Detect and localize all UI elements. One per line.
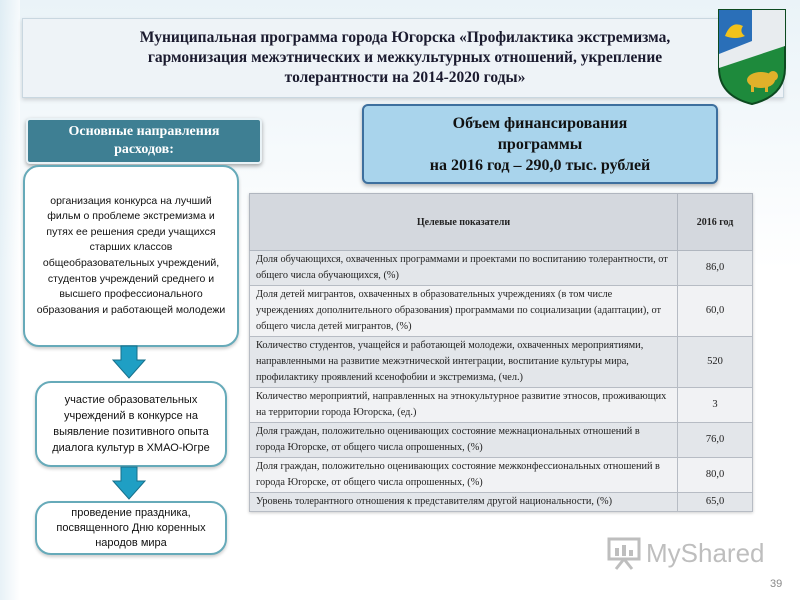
- indicator-cell: Доля детей мигрантов, охваченных в образ…: [249, 285, 678, 337]
- value-cell: 65,0: [677, 492, 753, 512]
- flow-step-2-text: участие образовательных учреждений в кон…: [52, 394, 210, 454]
- column-header-indicators: Целевые показатели: [249, 193, 678, 251]
- down-arrow-icon: [112, 466, 146, 500]
- title-line-3: толерантности на 2014-2020 годы»: [284, 69, 526, 86]
- title-line-1: Муниципальная программа города Югорска «…: [139, 29, 671, 46]
- flow-step-3-text: проведение праздника, посвященного Дню к…: [56, 506, 206, 549]
- value-cell: 80,0: [677, 457, 753, 493]
- section-label-line-1: Основные направления: [68, 124, 220, 139]
- flow-step-3: проведение праздника, посвященного Дню к…: [35, 501, 227, 555]
- section-label-line-2: расходов:: [114, 142, 174, 157]
- value-cell: 520: [677, 336, 753, 388]
- value-cell: 86,0: [677, 250, 753, 286]
- funding-line-1: Объем финансирования: [452, 114, 628, 132]
- table-row: Количество студентов, учащейся и работаю…: [249, 336, 753, 388]
- expense-directions-label: Основные направления расходов:: [26, 118, 262, 164]
- indicator-cell: Количество студентов, учащейся и работаю…: [249, 336, 678, 388]
- indicator-cell: Доля обучающихся, охваченных программами…: [249, 250, 678, 286]
- watermark: MyShared: [606, 535, 765, 571]
- table-row: Доля граждан, положительно оценивающих с…: [249, 457, 753, 493]
- column-header-year: 2016 год: [677, 193, 753, 251]
- value-cell: 76,0: [677, 422, 753, 458]
- city-crest-icon: [718, 9, 786, 106]
- flow-step-1-text: организация конкурса на лучший фильм о п…: [36, 194, 226, 316]
- value-cell: 60,0: [677, 285, 753, 337]
- indicator-cell: Уровень толерантного отношения к предста…: [249, 492, 678, 512]
- presentation-board-icon: [607, 537, 641, 570]
- header-banner: [22, 18, 784, 98]
- page-number: 39: [770, 578, 783, 590]
- flow-step-2: участие образовательных учреждений в кон…: [35, 381, 227, 467]
- table-row: Количество мероприятий, направленных на …: [249, 387, 753, 423]
- funding-line-2: программы: [497, 135, 583, 153]
- page-title: Муниципальная программа города Югорска «…: [95, 28, 715, 88]
- target-indicators-table: Целевые показатели 2016 год Доля обучающ…: [249, 193, 753, 512]
- indicator-cell: Доля граждан, положительно оценивающих с…: [249, 422, 678, 458]
- table-row: Уровень толерантного отношения к предста…: [249, 492, 753, 512]
- table-header-row: Целевые показатели 2016 год: [249, 193, 753, 251]
- background-stripe: [0, 0, 20, 600]
- funding-line-3: на 2016 год – 290,0 тыс. рублей: [429, 156, 651, 174]
- flow-step-1: организация конкурса на лучший фильм о п…: [23, 165, 239, 347]
- funding-box: Объем финансирования программы на 2016 г…: [362, 104, 718, 184]
- title-line-2: гармонизация межэтнических и межкультурн…: [147, 49, 663, 66]
- table-row: Доля детей мигрантов, охваченных в образ…: [249, 285, 753, 337]
- indicator-cell: Доля граждан, положительно оценивающих с…: [249, 457, 678, 493]
- down-arrow-icon: [112, 345, 146, 379]
- watermark-text: MyShared: [646, 537, 765, 568]
- table-row: Доля граждан, положительно оценивающих с…: [249, 422, 753, 458]
- table-row: Доля обучающихся, охваченных программами…: [249, 250, 753, 286]
- indicator-cell: Количество мероприятий, направленных на …: [249, 387, 678, 423]
- value-cell: 3: [677, 387, 753, 423]
